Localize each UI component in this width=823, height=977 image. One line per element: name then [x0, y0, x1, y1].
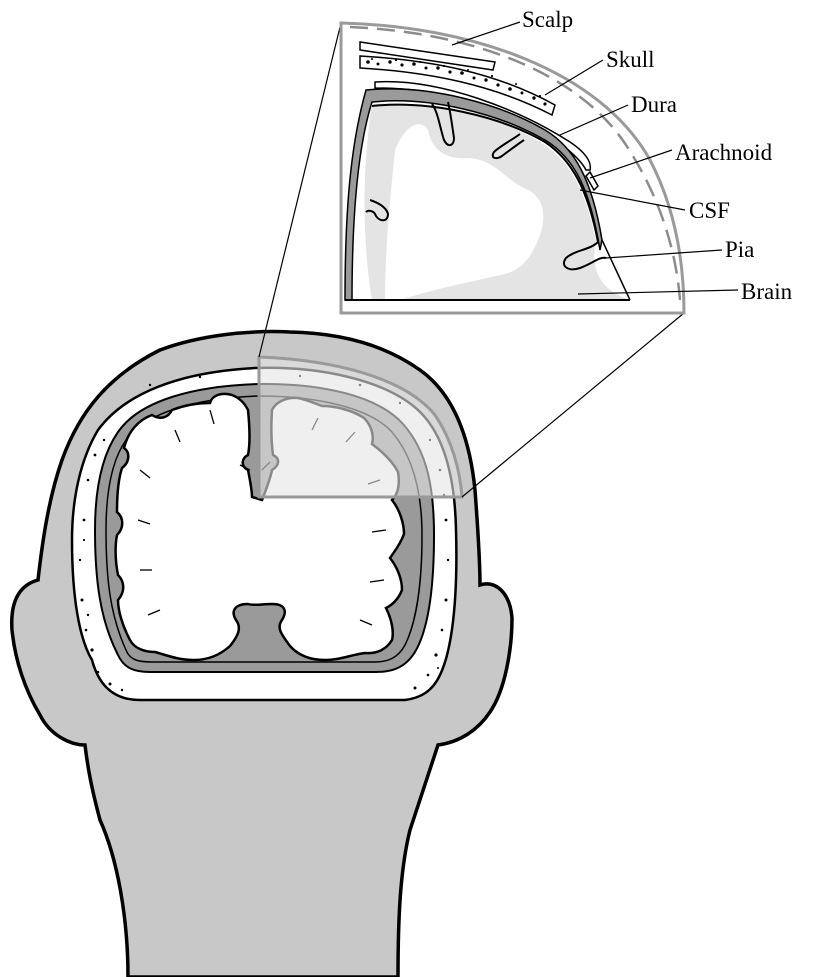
label-brain: Brain — [741, 279, 793, 304]
label-scalp: Scalp — [522, 7, 573, 32]
label-skull: Skull — [606, 47, 655, 72]
label-pia: Pia — [725, 237, 754, 262]
head-illustration — [12, 332, 512, 977]
scalp-leader — [452, 22, 520, 45]
label-arachnoid: Arachnoid — [675, 140, 773, 165]
label-dura: Dura — [631, 92, 677, 117]
label-csf: CSF — [689, 198, 730, 223]
